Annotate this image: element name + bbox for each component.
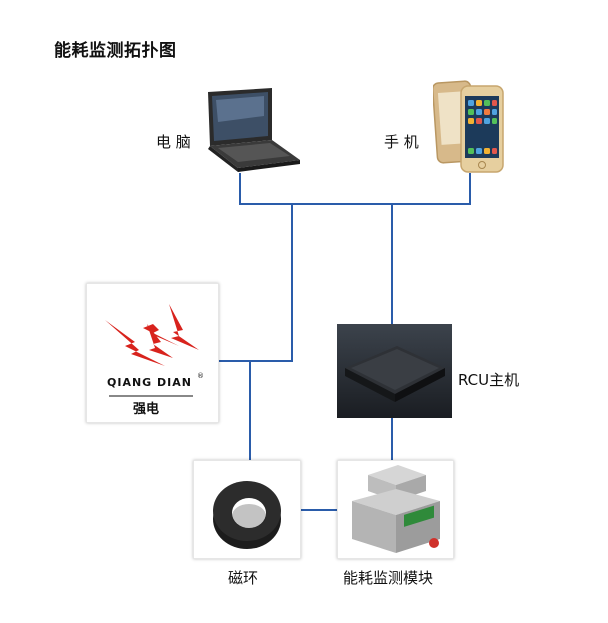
module-node — [337, 460, 454, 559]
rcu-label: RCU主机 — [458, 371, 520, 389]
page-title: 能耗监测拓扑图 — [54, 41, 177, 61]
logo-node: QIANG DIAN ® 强电 — [86, 283, 219, 423]
phone-node — [433, 78, 509, 176]
computer-node — [198, 86, 304, 172]
ring-node — [193, 460, 301, 559]
computer-label: 电 脑 — [156, 133, 191, 151]
rcu-box-icon — [337, 324, 452, 418]
smartphone-icon — [433, 80, 504, 173]
ring-label: 磁环 — [228, 569, 259, 587]
link-computer-bus — [239, 173, 471, 205]
link-bus-logo — [218, 204, 293, 362]
module-label: 能耗监测模块 — [343, 569, 434, 587]
lightning-logo-icon — [105, 298, 199, 397]
din-rail-module-icon — [352, 465, 440, 553]
rcu-node — [337, 324, 452, 418]
brand-cn: 强电 — [133, 402, 160, 417]
brand-en: QIANG DIAN — [107, 376, 192, 389]
brand-registered: ® — [197, 372, 204, 380]
magnetic-ring-icon — [213, 481, 281, 549]
laptop-icon — [208, 88, 300, 172]
phone-label: 手 机 — [384, 133, 419, 151]
